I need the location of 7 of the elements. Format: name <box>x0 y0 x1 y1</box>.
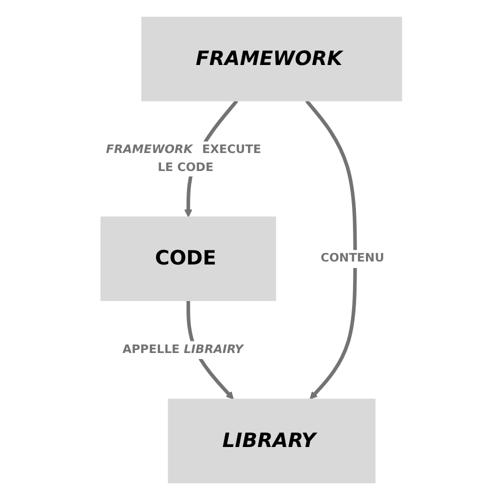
edge-label: FRAMEWORK EXECUTE LE CODE <box>106 143 262 174</box>
edge-label: APPELLE LIBRAIRY <box>122 342 244 356</box>
node-box: CODE <box>100 216 276 302</box>
node-box: LIBRARY <box>168 398 376 484</box>
node-box: FRAMEWORK <box>141 16 402 102</box>
edge-label: CONTENU <box>320 252 384 266</box>
arrow <box>305 100 357 400</box>
